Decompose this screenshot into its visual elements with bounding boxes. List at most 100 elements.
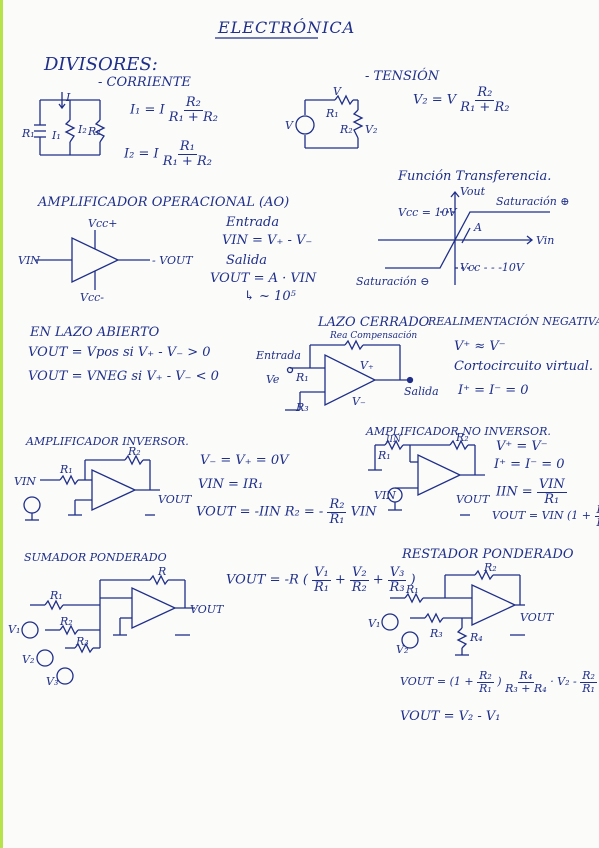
ao-gain: ↳ ~ 10⁵: [244, 289, 296, 304]
inversor-eq1: V₋ = V₊ = 0V: [200, 453, 289, 468]
circuit-label-r1: R₁: [22, 127, 35, 140]
restador-r1: R₁: [406, 583, 419, 596]
no-inversor-vin: VIN: [374, 489, 396, 502]
lazo-cerrado-subheading: REALIMENTACIÓN NEGATIVA.: [428, 315, 599, 328]
lazo-abierto-eq2: VOUT = VNEG si V₊ - V₋ < 0: [28, 369, 219, 384]
lazo-salida: Salida: [404, 385, 439, 398]
tension-source-v: V: [285, 119, 293, 132]
difference-amplifier-circuit: [382, 571, 525, 655]
no-inversor-r2: R₂: [456, 431, 469, 444]
tension-label: - TENSIÓN: [365, 69, 440, 84]
circuit-label-r2: R₂: [88, 125, 101, 138]
transfer-sat-neg: Saturación ⊖: [356, 275, 430, 288]
lazo-abierto-eq1: VOUT = Vpos si V₊ - V₋ > 0: [28, 345, 211, 360]
ao-salida: Salida: [226, 253, 268, 268]
inversor-vout: VOUT: [158, 493, 192, 506]
ao-heading: AMPLIFICADOR OPERACIONAL (AO): [38, 195, 290, 210]
ao-vin: VIN: [18, 254, 40, 267]
sumador-v3: V₃: [46, 675, 59, 688]
sumador-v1: V₁: [8, 623, 21, 636]
inverting-amplifier-circuit: [24, 456, 160, 520]
closed-loop-circuit: [285, 341, 413, 410]
lazo-eq2: Cortocircuito virtual.: [454, 359, 594, 374]
no-inversor-iin: IIN: [386, 435, 401, 445]
ao-entrada: Entrada: [226, 215, 280, 230]
restador-eq2: VOUT = V₂ - V₁: [400, 709, 501, 724]
circuit-label-i1: I₁: [52, 129, 61, 142]
inversor-r1: R₁: [60, 463, 73, 476]
sumador-r: R: [158, 565, 167, 578]
current-divider-circuit: [34, 92, 104, 155]
transfer-gain-a: A: [474, 221, 482, 234]
transfer-title: Función Transferencia.: [398, 169, 552, 184]
lazo-entrada: Entrada: [256, 349, 301, 362]
page-title: ELECTRÓNICA: [218, 18, 356, 37]
restador-v2: V₂: [396, 643, 409, 656]
ao-vout: - VOUT: [152, 254, 193, 267]
no-inversor-eq2: I⁺ = I⁻ = 0: [494, 457, 565, 472]
tension-label-v: V: [333, 85, 341, 98]
ao-salida-eq: VOUT = A · VIN: [210, 271, 317, 286]
restador-r2: R₂: [484, 561, 497, 574]
no-inversor-r1: R₁: [378, 449, 391, 462]
lazo-vplus: V₊: [360, 359, 374, 372]
transfer-sat-pos: Saturación ⊕: [496, 195, 570, 208]
restador-vout: VOUT: [520, 611, 554, 624]
restador-r3: R₃: [430, 627, 443, 640]
restador-r4: R₄: [470, 631, 483, 644]
circuit-label-i: I: [66, 91, 71, 104]
ao-vcc-bot: Vcc-: [80, 291, 104, 304]
opamp-basic-symbol: [36, 230, 150, 290]
lazo-abierto-heading: EN LAZO ABIERTO: [30, 325, 160, 340]
tension-label-r2: R₂: [340, 123, 353, 136]
lazo-rea: Rea Compensación: [330, 331, 418, 341]
no-inversor-vout: VOUT: [456, 493, 490, 506]
transfer-vcc-neg: Vcc - - -10V: [460, 261, 524, 274]
sumador-v2: V₂: [22, 653, 35, 666]
sumador-heading: SUMADOR PONDERADO: [24, 551, 167, 564]
voltage-divider-circuit: [296, 96, 362, 148]
sumador-r2: R₂: [60, 615, 73, 628]
circuit-label-i2: I₂: [78, 123, 87, 136]
lazo-r3: R₃: [296, 401, 309, 414]
transfer-vout: Vout: [460, 185, 486, 198]
transfer-vcc-pos: Vcc = 10V: [398, 206, 457, 219]
summing-amplifier-circuit: [22, 576, 195, 684]
inversor-eq2: VIN = IR₁: [198, 477, 264, 492]
lazo-cerrado-heading: LAZO CERRADO: [318, 315, 430, 330]
lazo-r1: R₁: [296, 371, 309, 384]
divisores-heading: DIVISORES:: [44, 54, 158, 75]
lazo-eq1: V⁺ ≈ V⁻: [454, 339, 506, 354]
sumador-vout: VOUT: [190, 603, 224, 616]
sumador-r3: R₃: [76, 635, 89, 648]
corriente-label: - CORRIENTE: [98, 75, 191, 90]
lazo-ve: Ve: [266, 373, 280, 386]
no-inversor-heading: AMPLIFICADOR NO INVERSOR.: [366, 425, 551, 438]
inversor-vin: VIN: [14, 475, 36, 488]
transfer-function-graph: [378, 192, 550, 285]
inversor-heading: AMPLIFICADOR INVERSOR.: [26, 435, 189, 448]
tension-label-v2: V₂: [365, 123, 378, 136]
page-edge-highlight: [0, 0, 3, 848]
non-inverting-amplifier-circuit: [368, 441, 485, 515]
no-inversor-eq1: V⁺ = V⁻: [496, 439, 548, 454]
restador-heading: RESTADOR PONDERADO: [402, 547, 574, 562]
ao-entrada-eq: VIN = V₊ - V₋: [222, 233, 313, 248]
inversor-r2: R₂: [128, 445, 141, 458]
ao-vcc-top: Vcc+: [88, 217, 118, 230]
transfer-vin: Vin: [536, 234, 555, 247]
lazo-eq3: I⁺ = I⁻ = 0: [458, 383, 529, 398]
tension-label-r1: R₁: [326, 107, 339, 120]
restador-v1: V₁: [368, 617, 381, 630]
lazo-vminus: V₋: [352, 395, 366, 408]
sumador-r1: R₁: [50, 589, 63, 602]
